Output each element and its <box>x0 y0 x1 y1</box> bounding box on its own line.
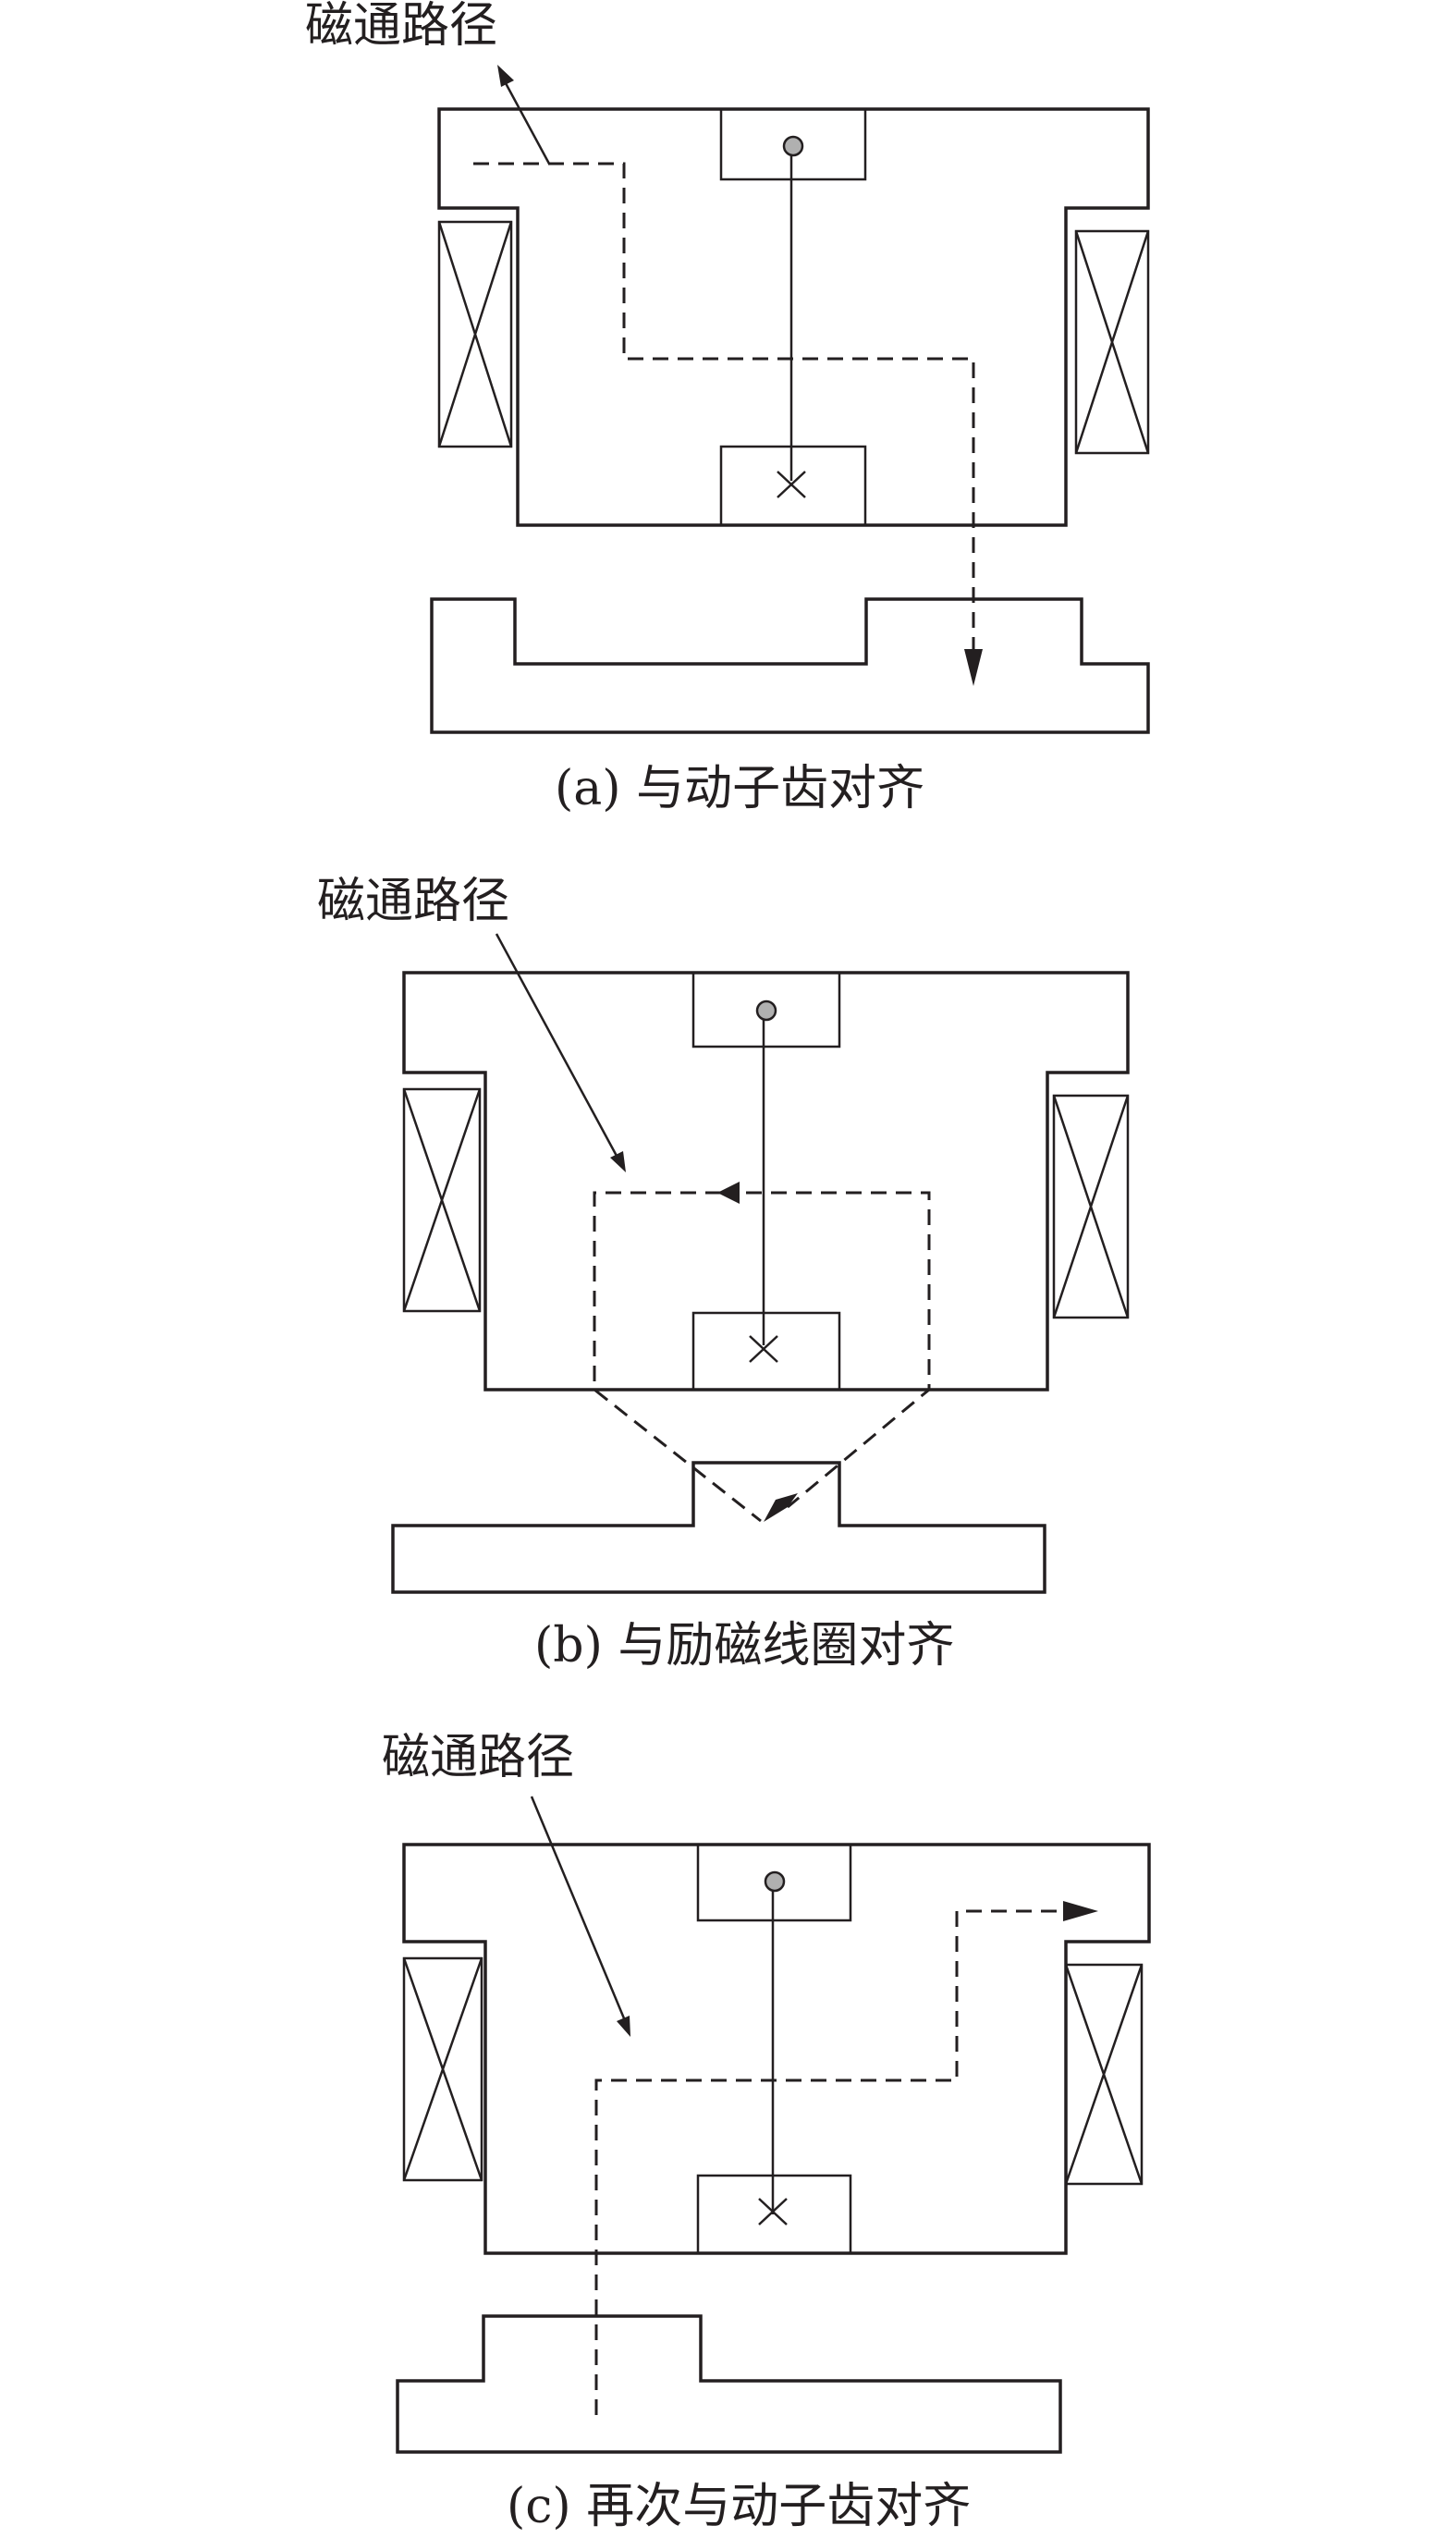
mover-b <box>391 1461 1046 1594</box>
stator-top-slot-c <box>696 1843 852 1922</box>
stator-core-b <box>402 971 1130 1392</box>
label-leader-a <box>504 82 551 165</box>
stator-bottom-slot-a <box>719 445 867 527</box>
flux-arrowhead-top-b <box>717 1182 740 1204</box>
flux-path-label-c: 磁通路径 <box>382 1730 574 1785</box>
panel-b: 磁通路径 (b) 与励磁线圈对齐 <box>317 874 1130 1674</box>
stator-core-a <box>437 107 1150 527</box>
current-out-dot-a <box>782 135 804 157</box>
current-out-dot-c <box>764 1870 786 1893</box>
flux-arrowhead-c <box>1063 1901 1098 1921</box>
excitation-coil-right-c <box>1064 1963 1144 2186</box>
mover-c <box>396 2314 1062 2454</box>
caption-c: (c) 再次与动子齿对齐 <box>507 2479 971 2534</box>
excitation-coil-left-b <box>402 1087 482 1313</box>
label-leader-arrowhead-a <box>497 65 514 87</box>
flux-path-c <box>594 1909 1068 2415</box>
caption-a: (a) 与动子齿对齐 <box>555 761 924 816</box>
label-leader-b <box>495 933 619 1159</box>
flux-path-b <box>593 1191 931 1523</box>
excitation-coil-left-a <box>437 220 513 448</box>
stator-top-slot-b <box>691 971 841 1048</box>
flux-path-a <box>473 162 975 652</box>
flux-path-label-b: 磁通路径 <box>317 874 509 929</box>
mover-a <box>430 597 1150 734</box>
flux-path-label-a: 磁通路径 <box>305 0 497 54</box>
excitation-coil-left-c <box>402 1956 483 2182</box>
caption-b: (b) 与励磁线圈对齐 <box>534 1618 954 1674</box>
current-in-cross-b <box>749 1335 778 1363</box>
excitation-coil-right-a <box>1074 229 1150 455</box>
current-in-cross-a <box>777 471 806 498</box>
stator-top-slot-a <box>719 107 867 181</box>
label-leader-arrowhead-c <box>617 2016 630 2037</box>
flux-arrowhead-bottom-b <box>764 1493 798 1522</box>
label-leader-arrowhead-b <box>610 1151 626 1172</box>
current-in-cross-c <box>758 2198 788 2225</box>
panel-a: 磁通路径 (a) 与动子齿对齐 <box>305 0 1150 816</box>
flux-arrowhead-a <box>964 649 983 686</box>
stator-bottom-slot-b <box>691 1311 841 1392</box>
label-leader-c <box>530 1796 626 2019</box>
current-out-dot-b <box>755 999 777 1022</box>
stator-core-c <box>402 1843 1151 2255</box>
excitation-coil-right-b <box>1052 1094 1130 1319</box>
stator-bottom-slot-c <box>696 2174 852 2255</box>
panel-c: 磁通路径 (c) 再次与动子齿对齐 <box>382 1730 1151 2534</box>
